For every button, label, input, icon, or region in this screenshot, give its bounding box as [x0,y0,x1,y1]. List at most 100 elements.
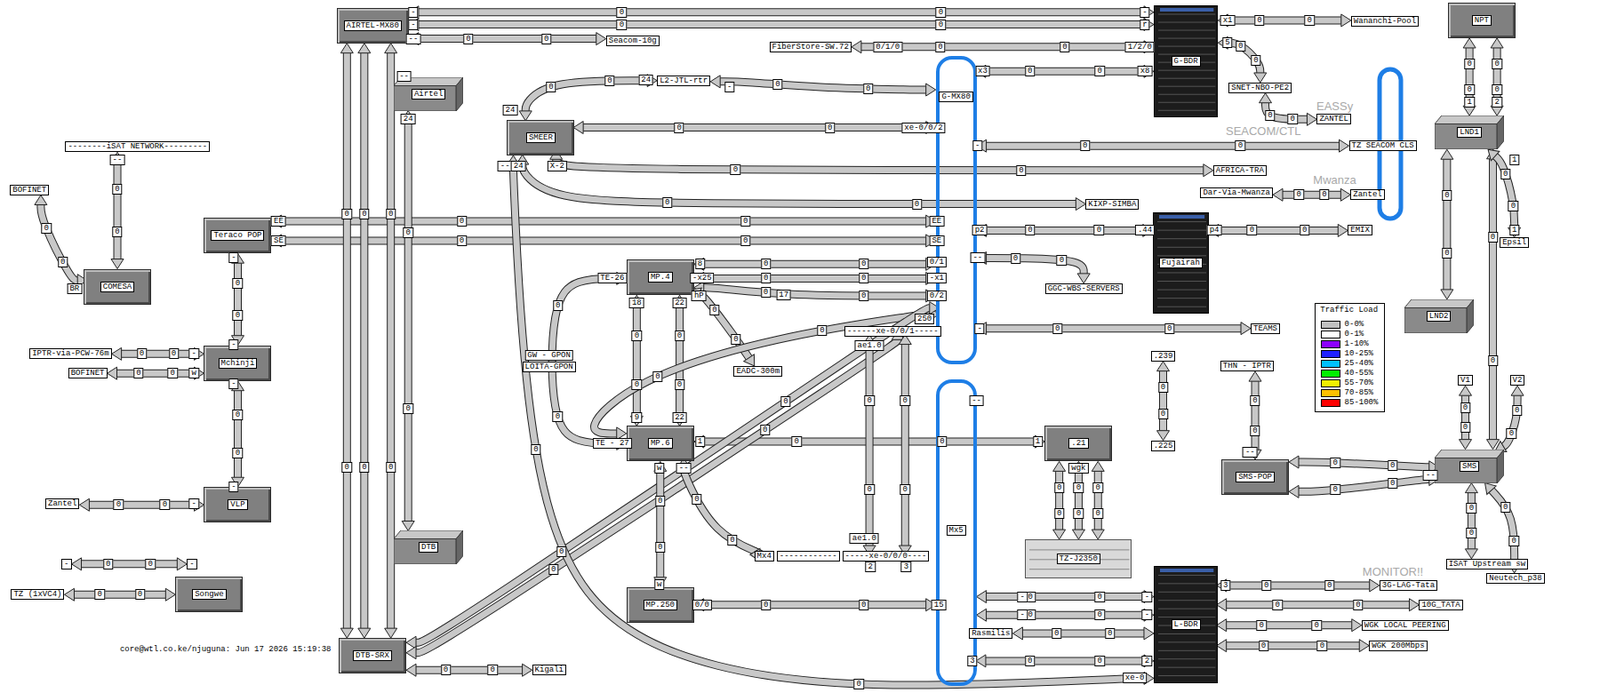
interface-label: -- [1242,447,1258,458]
bandwidth-value: 0 [1500,502,1511,513]
bandwidth-value: 0 [1080,140,1090,152]
link-arrow [522,164,1077,205]
chassis-slot [1157,246,1207,248]
link-arrow [1226,584,1370,586]
link-outline [360,53,368,629]
bandwidth-value: 0 [740,216,751,227]
bandwidth-value: 0 [1488,355,1498,367]
switch-icon: DTB [393,530,464,565]
interface-label: 2 [1491,96,1502,108]
chassis-slot [1158,649,1216,651]
node-label: - [61,559,72,570]
link-arrow [1491,490,1515,564]
link-arrow [1227,19,1342,21]
link-body [73,592,166,599]
link-arrow [1226,645,1360,647]
link-body [986,325,1241,332]
bandwidth-value: 0 [144,559,155,570]
legend-text: 10-25% [1344,349,1374,359]
bandwidth-value: 0 [863,83,873,95]
bandwidth-value: 0 [864,484,874,496]
interface-label: - [228,378,239,390]
bandwidth-value: 0 [791,436,801,448]
label-box: TZ (1xVC4) [10,589,64,600]
link-body [418,21,1144,28]
chassis-slot [1158,110,1216,112]
bandwidth-value: 0 [780,396,791,408]
link-arrow [1226,624,1352,626]
node-label: WGK 200Mbps [1368,640,1427,652]
router-group-outline: G-MX80 [936,56,977,365]
link-body [986,612,1144,619]
node-label: TZ-J2350 [1056,553,1101,565]
link-body [683,468,762,556]
link-body [234,391,241,479]
link-body [1282,192,1341,199]
chassis-slot [1158,86,1216,88]
label-box: - [61,559,72,570]
node-label: L2-JTL-rtr [656,75,711,87]
link-arrow [512,165,1144,686]
bandwidth-value: 0 [760,272,771,284]
link-body [405,120,412,522]
bandwidth-value: 0 [1299,224,1310,236]
link-outline [117,369,195,378]
bandwidth-value: 0 [103,559,113,570]
interface-label: SEACOM/CTL [1225,123,1302,137]
interface-label: 2 [865,561,876,573]
bandwidth-value: 0 [232,310,243,321]
node-label: SMS [1459,461,1480,472]
link-outline [720,81,927,90]
interface-label: X-2 [547,160,568,172]
link-body [985,68,1144,75]
node-label: Kigali [532,664,567,676]
link-arrow [986,615,1144,616]
link-outline [704,288,927,296]
switch-top [393,530,464,540]
link-arrow [1492,159,1494,440]
interface-label: 17 [776,289,792,301]
label-box: ISAT Upstream sw [1446,559,1528,570]
link-outline [986,592,1144,601]
bandwidth-value: 0 [342,208,352,220]
chassis-slot [1158,583,1216,584]
bandwidth-value: 0 [760,600,771,611]
bandwidth-value: 0 [1319,189,1329,200]
switch-front [1434,124,1497,151]
link-body [1226,582,1370,589]
bandwidth-value: 0 [1329,457,1340,469]
link-body [1298,462,1430,468]
link-arrow [986,230,1144,232]
node-label: G-BDR [1171,56,1201,67]
chassis-slot [1158,641,1216,643]
node-label: EMIX [1347,224,1373,236]
link-body [720,81,927,90]
link-body [522,164,1077,205]
bandwidth-value: 0 [1054,482,1064,494]
chassis-slot [1157,305,1207,307]
edge-group [40,12,1518,686]
interface-label: 0/1/0 [872,41,903,53]
interface-label: -- [1423,470,1439,481]
node-label: SMEER [526,132,556,144]
link-outline [113,161,122,259]
label-box: IPTR-via-PCW-76m [29,348,112,360]
link-body [1056,471,1063,530]
chassis-slot [1158,45,1216,47]
link-outline [704,260,927,269]
link-body [1503,395,1518,447]
link-body [656,471,664,577]
link-outline [985,67,1144,76]
interface-label: SE [271,235,287,247]
interface-label: 24 [638,74,654,86]
node-label: Rasmilis [968,628,1013,640]
chassis-slot [1157,255,1207,256]
interface-label: ae1.0 [855,340,885,352]
bandwidth-value: 0 [359,208,369,220]
chassis-slot [1158,29,1216,31]
interface-label: 1 [1509,224,1520,236]
label-box: TEAMS [1250,323,1280,335]
link-arrow [88,504,194,506]
link-arrow [1255,381,1256,450]
link-arrow [408,120,409,522]
